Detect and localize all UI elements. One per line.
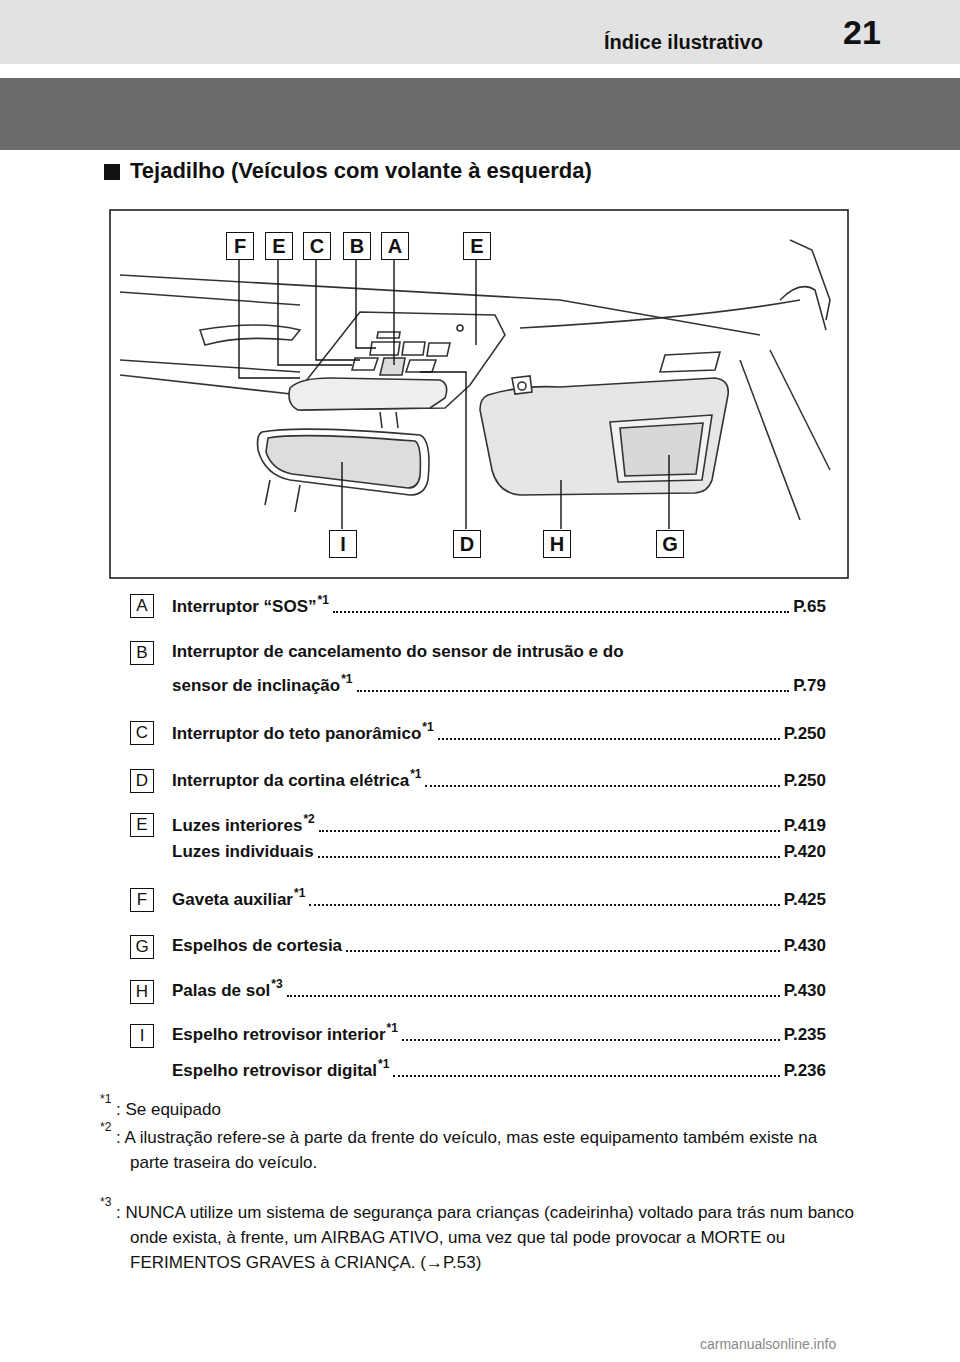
page-reference: P.65 [793, 597, 826, 617]
page-reference: P.419 [784, 816, 826, 836]
footnote-mark: *1 [378, 1057, 389, 1071]
footnote-mark: *1 [294, 886, 305, 900]
figure-frame [110, 210, 848, 578]
roof-drawing [120, 240, 830, 520]
dot-leader [333, 611, 789, 613]
callout-letter: E [463, 232, 491, 260]
footnote-mark: *1 [318, 593, 329, 607]
item-name: Interruptor “SOS” [172, 597, 317, 617]
footnote-mark: *3 [100, 1195, 111, 1209]
page-reference: P.430 [784, 981, 826, 1001]
callout-letter: B [343, 232, 371, 260]
section-title: Tejadilho (Veículos com volante à esquer… [130, 158, 592, 184]
list-letter: A [130, 594, 154, 618]
list-letter: B [130, 641, 154, 665]
page-reference: P.430 [784, 936, 826, 956]
callout-letter: I [329, 530, 357, 558]
item-name: Espelho retrovisor digital [172, 1061, 377, 1081]
list-letter: G [130, 935, 154, 959]
footnote-mark: *3 [271, 977, 282, 991]
item-name: Espelho retrovisor interior [172, 1025, 386, 1045]
dot-leader [346, 950, 780, 952]
list-letter: F [130, 888, 154, 912]
dot-leader [402, 1039, 780, 1041]
dot-leader [309, 904, 779, 906]
callout-letter: H [543, 530, 571, 558]
page-reference: P.250 [784, 724, 826, 744]
item-name: Interruptor de cancelamento do sensor de… [172, 642, 624, 662]
callout-letter: G [656, 530, 684, 558]
item-name: Luzes interiores [172, 816, 302, 836]
list-letter: C [130, 721, 154, 745]
section-band [0, 78, 960, 150]
footnote-mark: *2 [100, 1120, 111, 1134]
bullet-square [104, 164, 120, 180]
footnote-mark: *1 [422, 720, 433, 734]
leader-lines [239, 259, 669, 529]
watermark: carmanualsonline.info [700, 1336, 836, 1353]
footnote-mark: *1 [387, 1021, 398, 1035]
dot-leader [319, 830, 780, 832]
item-name: Interruptor do teto panorâmico [172, 724, 421, 744]
dot-leader [287, 995, 780, 997]
footnote-text: : Se equipado [116, 1097, 856, 1122]
page-reference: P.235 [784, 1025, 826, 1045]
callout-letter: E [265, 232, 293, 260]
item-name: Gaveta auxiliar [172, 890, 293, 910]
item-name: Espelhos de cortesia [172, 936, 342, 956]
footnote-mark: *1 [341, 672, 352, 686]
page-reference: P.250 [784, 771, 826, 791]
list-letter: H [130, 980, 154, 1004]
page-number: 21 [843, 12, 881, 53]
page-reference: P.79 [793, 676, 826, 696]
page-reference: P.236 [784, 1061, 826, 1081]
dot-leader [425, 785, 779, 787]
header-band [0, 0, 960, 64]
list-letter: D [130, 769, 154, 793]
dot-leader [318, 856, 780, 858]
callout-letter: C [303, 232, 331, 260]
dot-leader [438, 738, 780, 740]
callout-letter: A [381, 232, 409, 260]
dot-leader [357, 690, 790, 692]
list-letter: I [130, 1024, 154, 1048]
page-reference: P.420 [784, 842, 826, 862]
footnote-mark: *2 [303, 812, 314, 826]
callout-letter: F [226, 232, 254, 260]
footnote-text: : NUNCA utilize um sistema de segurança … [116, 1200, 856, 1275]
page-reference: P.425 [784, 890, 826, 910]
item-name: Palas de sol [172, 981, 270, 1001]
header-title: Índice ilustrativo [604, 30, 763, 54]
callout-letter: D [453, 530, 481, 558]
list-letter: E [130, 813, 154, 837]
footnote-mark: *1 [410, 767, 421, 781]
item-name: Interruptor da cortina elétrica [172, 771, 409, 791]
dot-leader [393, 1075, 779, 1077]
item-name: sensor de inclinação [172, 676, 340, 696]
item-name: Luzes individuais [172, 842, 314, 862]
footnote-text: : A ilustração refere-se à parte da fren… [116, 1125, 856, 1175]
footnote-mark: *1 [100, 1092, 111, 1106]
